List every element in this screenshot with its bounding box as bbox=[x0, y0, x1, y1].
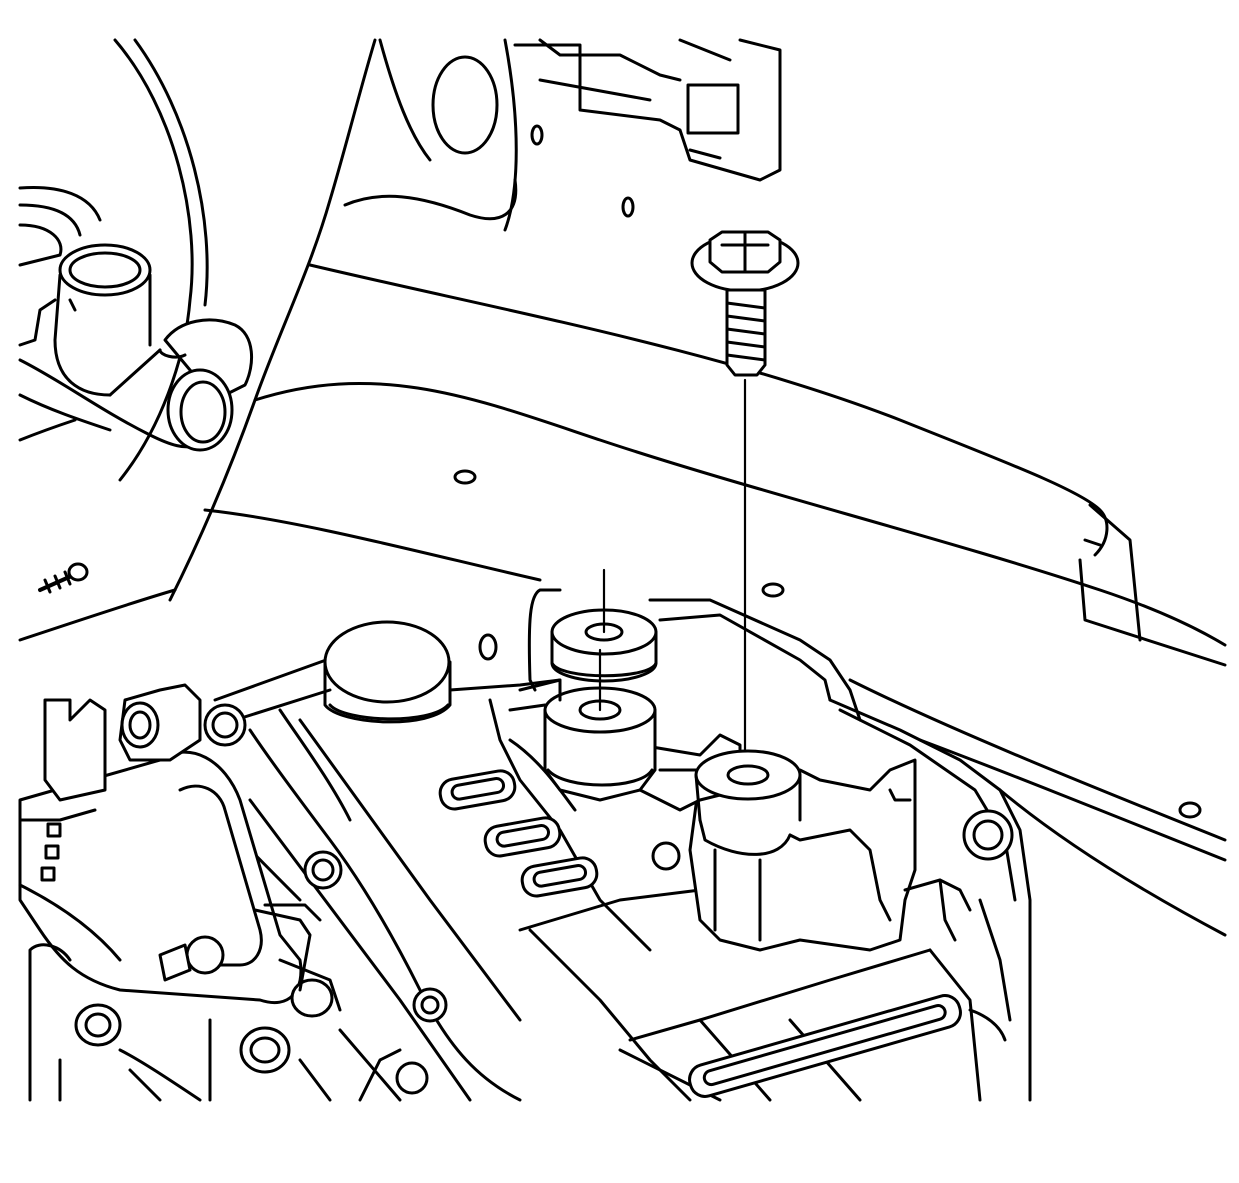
brake-master-cylinder bbox=[18, 185, 254, 594]
case-bolt-icon bbox=[962, 809, 1014, 1042]
bushing-icon bbox=[527, 568, 658, 692]
transmission-case bbox=[178, 598, 1032, 1102]
bolt-icon bbox=[690, 230, 800, 777]
mount-bracket-icon bbox=[18, 683, 448, 1102]
body-panel bbox=[18, 38, 1227, 937]
washer-icon bbox=[508, 648, 657, 802]
